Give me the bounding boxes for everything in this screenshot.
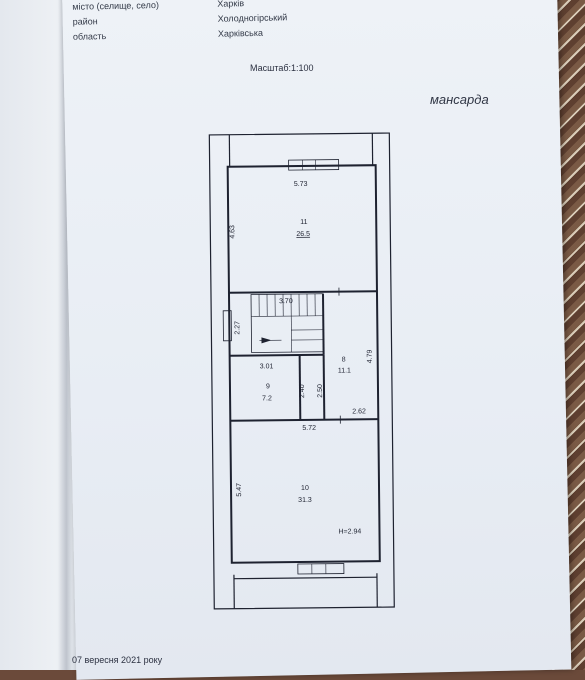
room-10-number: 10 bbox=[301, 485, 309, 492]
room-11-area: 26.5 bbox=[296, 231, 310, 238]
dim-r8-height: 4.79 bbox=[367, 349, 374, 363]
dim-r9-width: 3.01 bbox=[260, 363, 274, 370]
dim-top-height: 4.63 bbox=[229, 225, 236, 239]
bottom-window bbox=[298, 564, 344, 574]
ceiling-height: H=2.94 bbox=[338, 528, 361, 535]
dim-top-width: 5.73 bbox=[294, 181, 308, 188]
room-10-area: 31.3 bbox=[298, 497, 312, 504]
outer-frame bbox=[209, 133, 394, 609]
room-9-area: 7.2 bbox=[262, 395, 272, 402]
room-8-area: 11.1 bbox=[338, 367, 351, 374]
dim-left-mid: 2.27 bbox=[234, 321, 241, 335]
room-9-number: 9 bbox=[266, 383, 270, 390]
room-11-number: 11 bbox=[300, 219, 307, 226]
dim-r9-h2: 2.50 bbox=[317, 384, 324, 398]
room-8-number: 8 bbox=[342, 357, 346, 364]
dim-r8-width: 2.62 bbox=[352, 408, 366, 415]
dim-bottom-height: 5.47 bbox=[236, 483, 243, 497]
dim-bottom-width: 5.72 bbox=[302, 425, 316, 432]
dim-r9-h1: 2.40 bbox=[299, 384, 306, 398]
dim-stair-width: 3.70 bbox=[279, 298, 293, 305]
